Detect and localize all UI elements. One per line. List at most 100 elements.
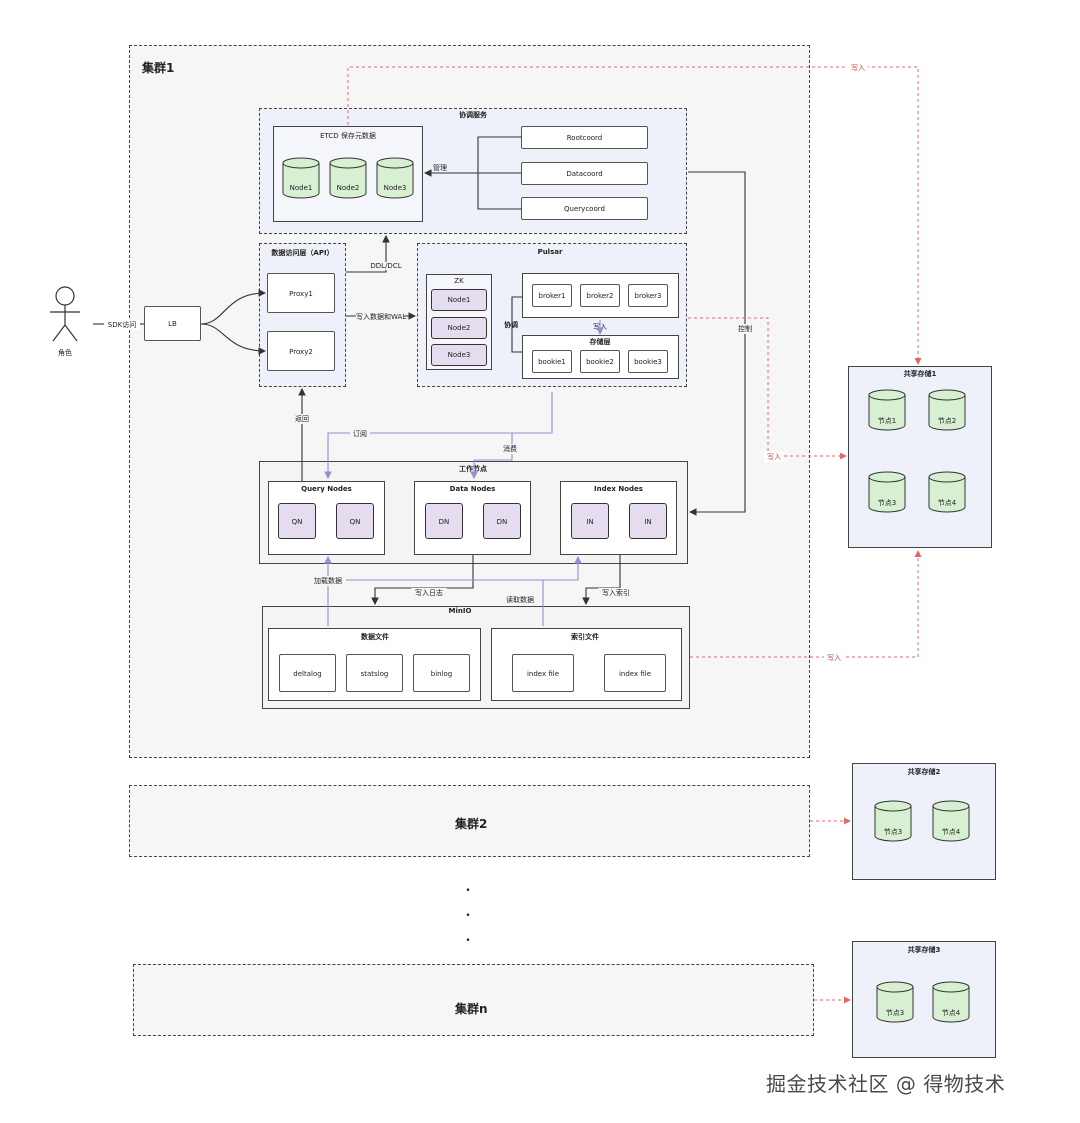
read-data-label: 读取数据 xyxy=(502,595,538,605)
etcd-node3-cylinder xyxy=(376,157,414,199)
load-data-label: 加载数据 xyxy=(310,576,346,586)
data-files-title: 数据文件 xyxy=(361,633,389,641)
storage1-node4-cylinder xyxy=(928,471,966,513)
actor-label: 角色 xyxy=(58,349,72,357)
etcd-node1-label: Node1 xyxy=(289,184,313,192)
return-label: 返回 xyxy=(292,414,312,424)
storage2-node1-cylinder xyxy=(874,800,912,842)
cluster-n-container xyxy=(133,964,814,1036)
data-node-1-label: DN xyxy=(438,518,450,526)
lb-label: LB xyxy=(168,320,177,328)
pulsar-title: Pulsar xyxy=(537,248,563,256)
broker1-label: broker1 xyxy=(538,292,566,300)
zk-node1-label: Node1 xyxy=(447,296,471,304)
control-label: 控制 xyxy=(734,324,756,334)
coord-service-title: 协调服务 xyxy=(459,111,487,119)
query-node-1 xyxy=(278,503,316,539)
storage2-title: 共享存储2 xyxy=(907,768,941,776)
minio-title: MinIO xyxy=(448,607,472,615)
querycoord-label: Querycoord xyxy=(564,205,605,213)
query-node-2-label: QN xyxy=(349,518,361,526)
worker-title: 工作节点 xyxy=(459,465,487,473)
storage1-node4-label: 节点4 xyxy=(937,499,957,507)
query-node-1-label: QN xyxy=(291,518,303,526)
bookie1-label: bookie1 xyxy=(538,358,566,366)
storage3-node1-cylinder xyxy=(876,981,914,1023)
data-nodes-title: Data Nodes xyxy=(449,485,496,493)
storage3-node1-label: 节点3 xyxy=(885,1009,905,1017)
pulsar-sync-label: 协调 xyxy=(500,320,522,330)
lb-box[interactable] xyxy=(144,306,201,341)
write-log-label: 写入日志 xyxy=(411,588,447,598)
subscribe-label-1: 订阅 xyxy=(350,429,370,439)
binlog-label: binlog xyxy=(430,670,453,678)
zk-node2 xyxy=(431,317,487,339)
zk-node3 xyxy=(431,344,487,366)
index-node-2-label: IN xyxy=(644,518,652,526)
broker2-label: broker2 xyxy=(586,292,614,300)
index-file-2-box[interactable] xyxy=(604,654,666,692)
storage2-node2-label: 节点4 xyxy=(941,828,961,836)
manage-label: 管理 xyxy=(433,164,447,172)
zk-node1 xyxy=(431,289,487,311)
ddl-label: DDL/DCL xyxy=(366,262,406,270)
storage1-node1-label: 节点1 xyxy=(877,417,897,425)
bookie-group-title: 存储层 xyxy=(589,338,611,346)
statslog-label: statslog xyxy=(360,670,389,678)
subscribe-label-2: 消费 xyxy=(500,444,520,454)
query-nodes-title: Query Nodes xyxy=(301,485,352,493)
data-node-2-label: DN xyxy=(496,518,508,526)
etcd-title: ETCD 保存元数据 xyxy=(320,132,376,140)
ellipsis-dot-1: • xyxy=(465,886,471,896)
ellipsis-dot-3: • xyxy=(465,936,471,946)
etcd-node2-cylinder xyxy=(329,157,367,199)
write-index-label: 写入索引 xyxy=(598,588,634,598)
sdk-label: SDK访问 xyxy=(104,320,140,330)
cluster-2-container xyxy=(129,785,810,857)
bookie2-label: bookie2 xyxy=(586,358,614,366)
watermark-text: 掘金技术社区 @ 得物技术 xyxy=(766,1072,1006,1096)
cluster-2-title: 集群2 xyxy=(455,817,488,831)
proxy2-label: Proxy2 xyxy=(289,348,313,356)
access-layer-title: 数据访问层（API） xyxy=(271,249,334,257)
cluster-1-title: 集群1 xyxy=(142,61,175,75)
proxy2-box[interactable] xyxy=(267,331,335,371)
etcd-node2-label: Node2 xyxy=(336,184,360,192)
data-node-1 xyxy=(425,503,463,539)
bookie3-label: bookie3 xyxy=(634,358,662,366)
storage1-node3-cylinder xyxy=(868,471,906,513)
cluster-n-title: 集群n xyxy=(455,1002,488,1016)
rootcoord-label: Rootcoord xyxy=(566,134,603,142)
proxy1-label: Proxy1 xyxy=(289,290,313,298)
red-write-label-2: 写入 xyxy=(764,452,784,462)
storage1-node1-cylinder xyxy=(868,389,906,431)
storage3-node2-label: 节点4 xyxy=(941,1009,961,1017)
storage3-node2-cylinder xyxy=(932,981,970,1023)
storage3-box xyxy=(852,941,996,1058)
proxy1-box[interactable] xyxy=(267,273,335,313)
deltalog-box[interactable] xyxy=(279,654,336,692)
index-node-1-label: IN xyxy=(586,518,594,526)
storage1-node2-cylinder xyxy=(928,389,966,431)
etcd-node3-label: Node3 xyxy=(383,184,407,192)
deltalog-label: deltalog xyxy=(293,670,322,678)
pulsar-write-label: 写入 xyxy=(593,323,607,331)
zk-node3-label: Node3 xyxy=(447,351,471,359)
binlog-box[interactable] xyxy=(413,654,470,692)
red-write-label-3: 写入 xyxy=(824,653,844,663)
index-nodes-title: Index Nodes xyxy=(594,485,643,493)
broker3-label: broker3 xyxy=(634,292,662,300)
zk-node2-label: Node2 xyxy=(447,324,471,332)
storage2-node1-label: 节点3 xyxy=(883,828,903,836)
etcd-node1-cylinder xyxy=(282,157,320,199)
storage1-node2-label: 节点2 xyxy=(937,417,957,425)
actor-icon xyxy=(50,286,80,342)
storage1-title: 共享存储1 xyxy=(903,370,937,378)
write-data-label: 写入数据和WAL xyxy=(356,312,407,322)
ellipsis-dot-2: • xyxy=(465,911,471,921)
statslog-box[interactable] xyxy=(346,654,403,692)
index-file-1-box[interactable] xyxy=(512,654,574,692)
index-file-2-label: index file xyxy=(618,670,652,678)
red-write-label-1: 写入 xyxy=(848,63,868,73)
query-node-2 xyxy=(336,503,374,539)
